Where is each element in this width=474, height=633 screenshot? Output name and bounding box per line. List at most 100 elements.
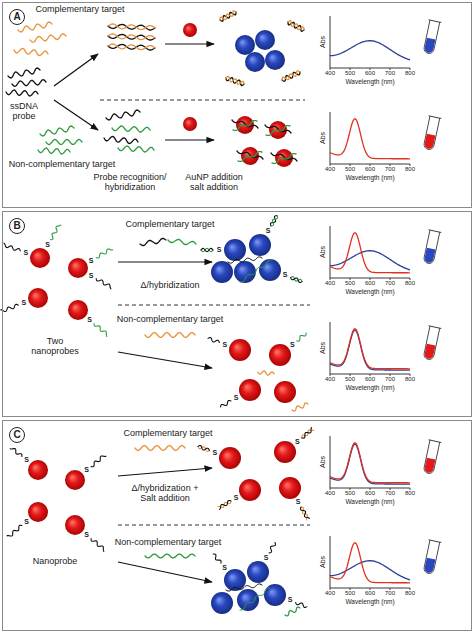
tick-mark (410, 68, 411, 70)
process-label: Probe recognition/ hybridization (87, 172, 173, 193)
gold-nanoparticle (229, 339, 251, 361)
thiol-label: S (296, 498, 301, 506)
tick-label: 400 (325, 490, 335, 497)
tick-mark (350, 374, 351, 376)
reaction-arrow (165, 43, 214, 44)
tick-label: 600 (365, 376, 375, 383)
dna-strand (271, 216, 278, 226)
thiol-label: S (24, 249, 29, 257)
axis-label: Wavelength (nm) (345, 598, 394, 605)
process-label: Complementary target (113, 428, 223, 438)
chart-axis (330, 322, 410, 374)
dna-strand (112, 126, 150, 132)
gold-nanoparticle (183, 23, 197, 37)
tube-lip (429, 540, 442, 543)
gold-nanoparticle (279, 477, 301, 499)
dna-strand (108, 44, 155, 50)
tick-label: 400 (325, 376, 335, 383)
dna-strand (118, 146, 154, 152)
chart-axis (330, 536, 410, 588)
gold-nanoparticle (274, 441, 296, 463)
tick-label: 700 (385, 490, 395, 497)
dna-strand (288, 21, 304, 30)
tick-label: 700 (385, 590, 395, 597)
tick-mark (370, 68, 371, 70)
thiol-label: S (295, 438, 300, 446)
process-label: Δ/hybridization (125, 280, 215, 290)
thiol-label: S (266, 227, 271, 235)
tick-label: 800 (405, 376, 415, 383)
tick-label: 600 (365, 70, 375, 77)
chart-axis (330, 226, 410, 278)
thiol-label: S (290, 341, 295, 349)
axis-label: Abs (319, 342, 327, 354)
dna-strand (18, 22, 52, 32)
dna-strand (51, 225, 61, 240)
dna-strand (291, 277, 302, 282)
tick-label: 400 (325, 166, 335, 173)
dna-strand (201, 248, 213, 251)
tick-mark (350, 278, 351, 280)
thiol-label: S (288, 596, 293, 604)
process-label: Non-complementary target (111, 314, 229, 324)
process-label: Complementary target (25, 4, 135, 14)
tick-mark (390, 68, 391, 70)
dna-strand (108, 24, 155, 30)
dna-strand (108, 44, 155, 50)
dna-strand (7, 525, 22, 536)
tick-mark (390, 164, 391, 166)
absorbance-curve (330, 119, 410, 159)
tick-label: 800 (405, 166, 415, 173)
process-label: Two nanoprobes (26, 336, 84, 357)
dna-strand (240, 260, 272, 282)
gold-nanoparticle (28, 288, 48, 308)
dna-strand (302, 428, 312, 438)
dna-strand (226, 77, 244, 85)
axis-label: Wavelength (nm) (345, 384, 394, 391)
absorbance-curve (330, 329, 410, 369)
absorbance-curve (330, 543, 410, 583)
dna-strand (198, 445, 209, 450)
reaction-arrow (54, 54, 98, 86)
tick-label: 700 (385, 166, 395, 173)
dna-strand (266, 126, 290, 136)
tick-label: 400 (325, 70, 335, 77)
thiol-label: S (24, 456, 29, 464)
reaction-arrow (54, 100, 98, 130)
tube-outline (423, 116, 440, 150)
absorbance-chart (330, 322, 441, 376)
thiol-label: S (234, 394, 239, 402)
dna-strand (38, 148, 70, 154)
thiol-label: S (89, 256, 94, 264)
aggregated-gold-nanoparticle (265, 50, 285, 70)
absorbance-curve (330, 443, 410, 483)
test-tube (422, 540, 442, 575)
gold-nanoparticle (274, 381, 296, 403)
tube-outline (423, 20, 440, 54)
tick-label: 500 (345, 70, 355, 77)
aggregated-gold-nanoparticle (211, 592, 233, 614)
gold-nanoparticle (219, 447, 241, 469)
divider-line (118, 525, 310, 526)
chart-axis (330, 16, 410, 68)
aggregated-gold-nanoparticle (264, 584, 286, 606)
axis-label: Abs (319, 456, 327, 468)
aggregated-gold-nanoparticle (224, 239, 246, 261)
dna-strand (12, 80, 46, 87)
tube-outline (423, 326, 440, 360)
tick-label: 800 (405, 590, 415, 597)
tick-mark (410, 164, 411, 166)
tick-label: 500 (345, 376, 355, 383)
dna-strand (221, 400, 231, 407)
dna-strand (108, 34, 155, 40)
test-tube (422, 440, 442, 475)
aggregated-gold-nanoparticle (235, 35, 255, 55)
reaction-arrow (118, 468, 212, 476)
dna-strand (226, 584, 262, 591)
tick-mark (370, 488, 371, 490)
gold-nanoparticle (28, 460, 48, 480)
tick-mark (350, 488, 351, 490)
tick-mark (330, 164, 331, 166)
